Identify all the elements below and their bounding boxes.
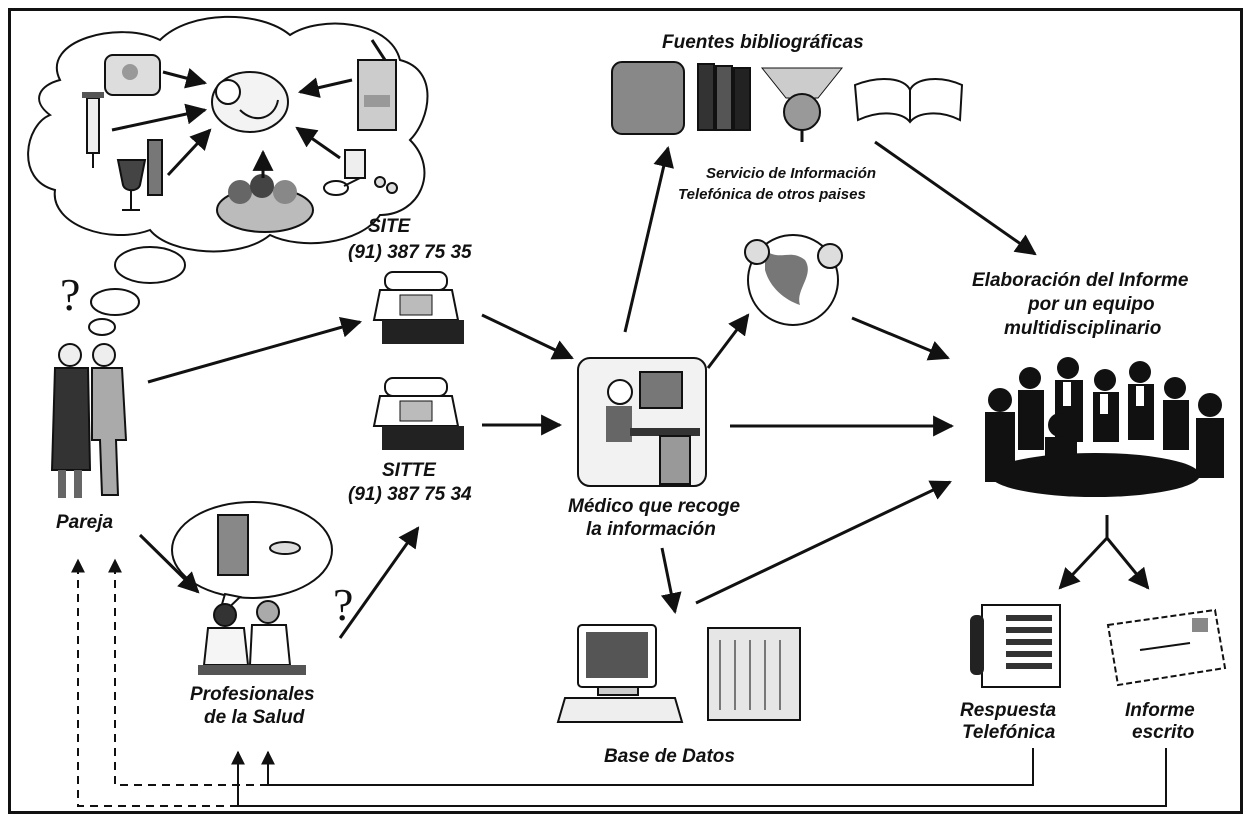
open-book-icon: [853, 78, 964, 124]
team-meeting-illustration: [985, 357, 1224, 497]
food-basket-icon: [216, 174, 314, 233]
thought-bubble: [88, 318, 116, 336]
arrow-fuentes-to-elaboracion: [874, 140, 1037, 256]
professionals-illustration: [198, 600, 306, 675]
doctor-workstation-icon: [577, 357, 707, 487]
reading-person-icon: [611, 61, 685, 135]
informe-label-line2: escrito: [1132, 722, 1194, 743]
site-telephone-icon: [372, 271, 464, 344]
bibliographic-sources-icons: [611, 61, 964, 142]
respuesta-label-line1: Respuesta: [960, 700, 1057, 721]
respuesta-label-line2: Telefónica: [962, 722, 1056, 743]
thought-bubble: [114, 246, 186, 284]
question-mark: ?: [333, 579, 353, 630]
risk-factors-cloud: [27, 15, 429, 253]
profesionales-label-line1: Profesionales: [190, 684, 315, 705]
fetus-icon: [211, 71, 289, 133]
books-icon: [697, 63, 751, 131]
sitte-label: SITTE: [382, 460, 437, 481]
capsule-icon: [269, 541, 301, 555]
arrow-medico-to-servicio: [706, 313, 750, 369]
envelope-icon: [1106, 608, 1227, 687]
elaboracion-label-line2: por un equipo: [1027, 294, 1155, 315]
feedback-respuesta-to-profesionales: [261, 748, 1034, 786]
arrow-servicio-to-elaboracion: [851, 316, 950, 361]
arrow-elaboracion-to-respuesta: [1058, 536, 1109, 590]
sitte-telephone-icon: [372, 377, 464, 450]
medico-label-line2: la información: [586, 519, 716, 540]
medico-label-line1: Médico que recoge: [568, 496, 741, 517]
feedback-informe-to-profesionales: [231, 748, 1167, 807]
international-phone-globe-icon: [744, 234, 843, 326]
site-label: SITE: [368, 216, 412, 237]
medicine-spoon-icon: [323, 149, 398, 196]
flow-arrows: [138, 140, 1150, 639]
arrow-elaboracion-to-informe: [1105, 537, 1150, 590]
couple-illustration: [50, 343, 128, 498]
wine-icon: [116, 139, 163, 211]
sitte-phone-number: (91) 387 75 34: [348, 484, 472, 505]
site-phone-number: (91) 387 75 35: [348, 242, 472, 263]
professionals-thought-cloud: [171, 501, 333, 622]
arrow-profesionales-to-sitte: [338, 526, 420, 639]
skeleton-icon: [217, 514, 249, 576]
computer-icon: [556, 624, 684, 723]
thought-bubble: [90, 288, 140, 316]
feedback-informe-to-pareja: [71, 558, 238, 807]
server-cabinet-icon: [707, 627, 801, 721]
elaboracion-label-line1: Elaboración del Informe: [972, 270, 1189, 291]
xray-machine-icon: [357, 39, 397, 131]
servicio-label-line2: Telefónica de otros paises: [678, 186, 866, 203]
globe-book-icon: [760, 67, 844, 142]
servicio-label-line1: Servicio de Información: [706, 165, 876, 182]
arrow-site-to-medico: [481, 313, 574, 360]
question-mark: ?: [60, 269, 80, 320]
arrow-pareja-to-profesionales: [138, 533, 200, 594]
fuentes-label: Fuentes bibliográficas: [662, 32, 864, 53]
informe-label-line1: Informe: [1125, 700, 1195, 721]
arrow-base-datos-to-elaboracion: [695, 480, 952, 605]
pareja-label: Pareja: [56, 512, 113, 533]
arrow-medico-to-base-datos: [660, 547, 682, 615]
response-telephone-icon: [970, 604, 1061, 688]
arrow-pareja-to-site: [147, 317, 363, 384]
base-datos-label: Base de Datos: [604, 746, 735, 767]
syringe-icon: [82, 92, 104, 168]
feedback-lines: [71, 558, 1167, 807]
hand-drug-icon: [104, 54, 161, 96]
profesionales-label-line2: de la Salud: [204, 707, 305, 728]
elaboracion-label-line3: multidisciplinario: [1004, 318, 1161, 339]
arrow-medico-to-fuentes: [623, 145, 674, 333]
